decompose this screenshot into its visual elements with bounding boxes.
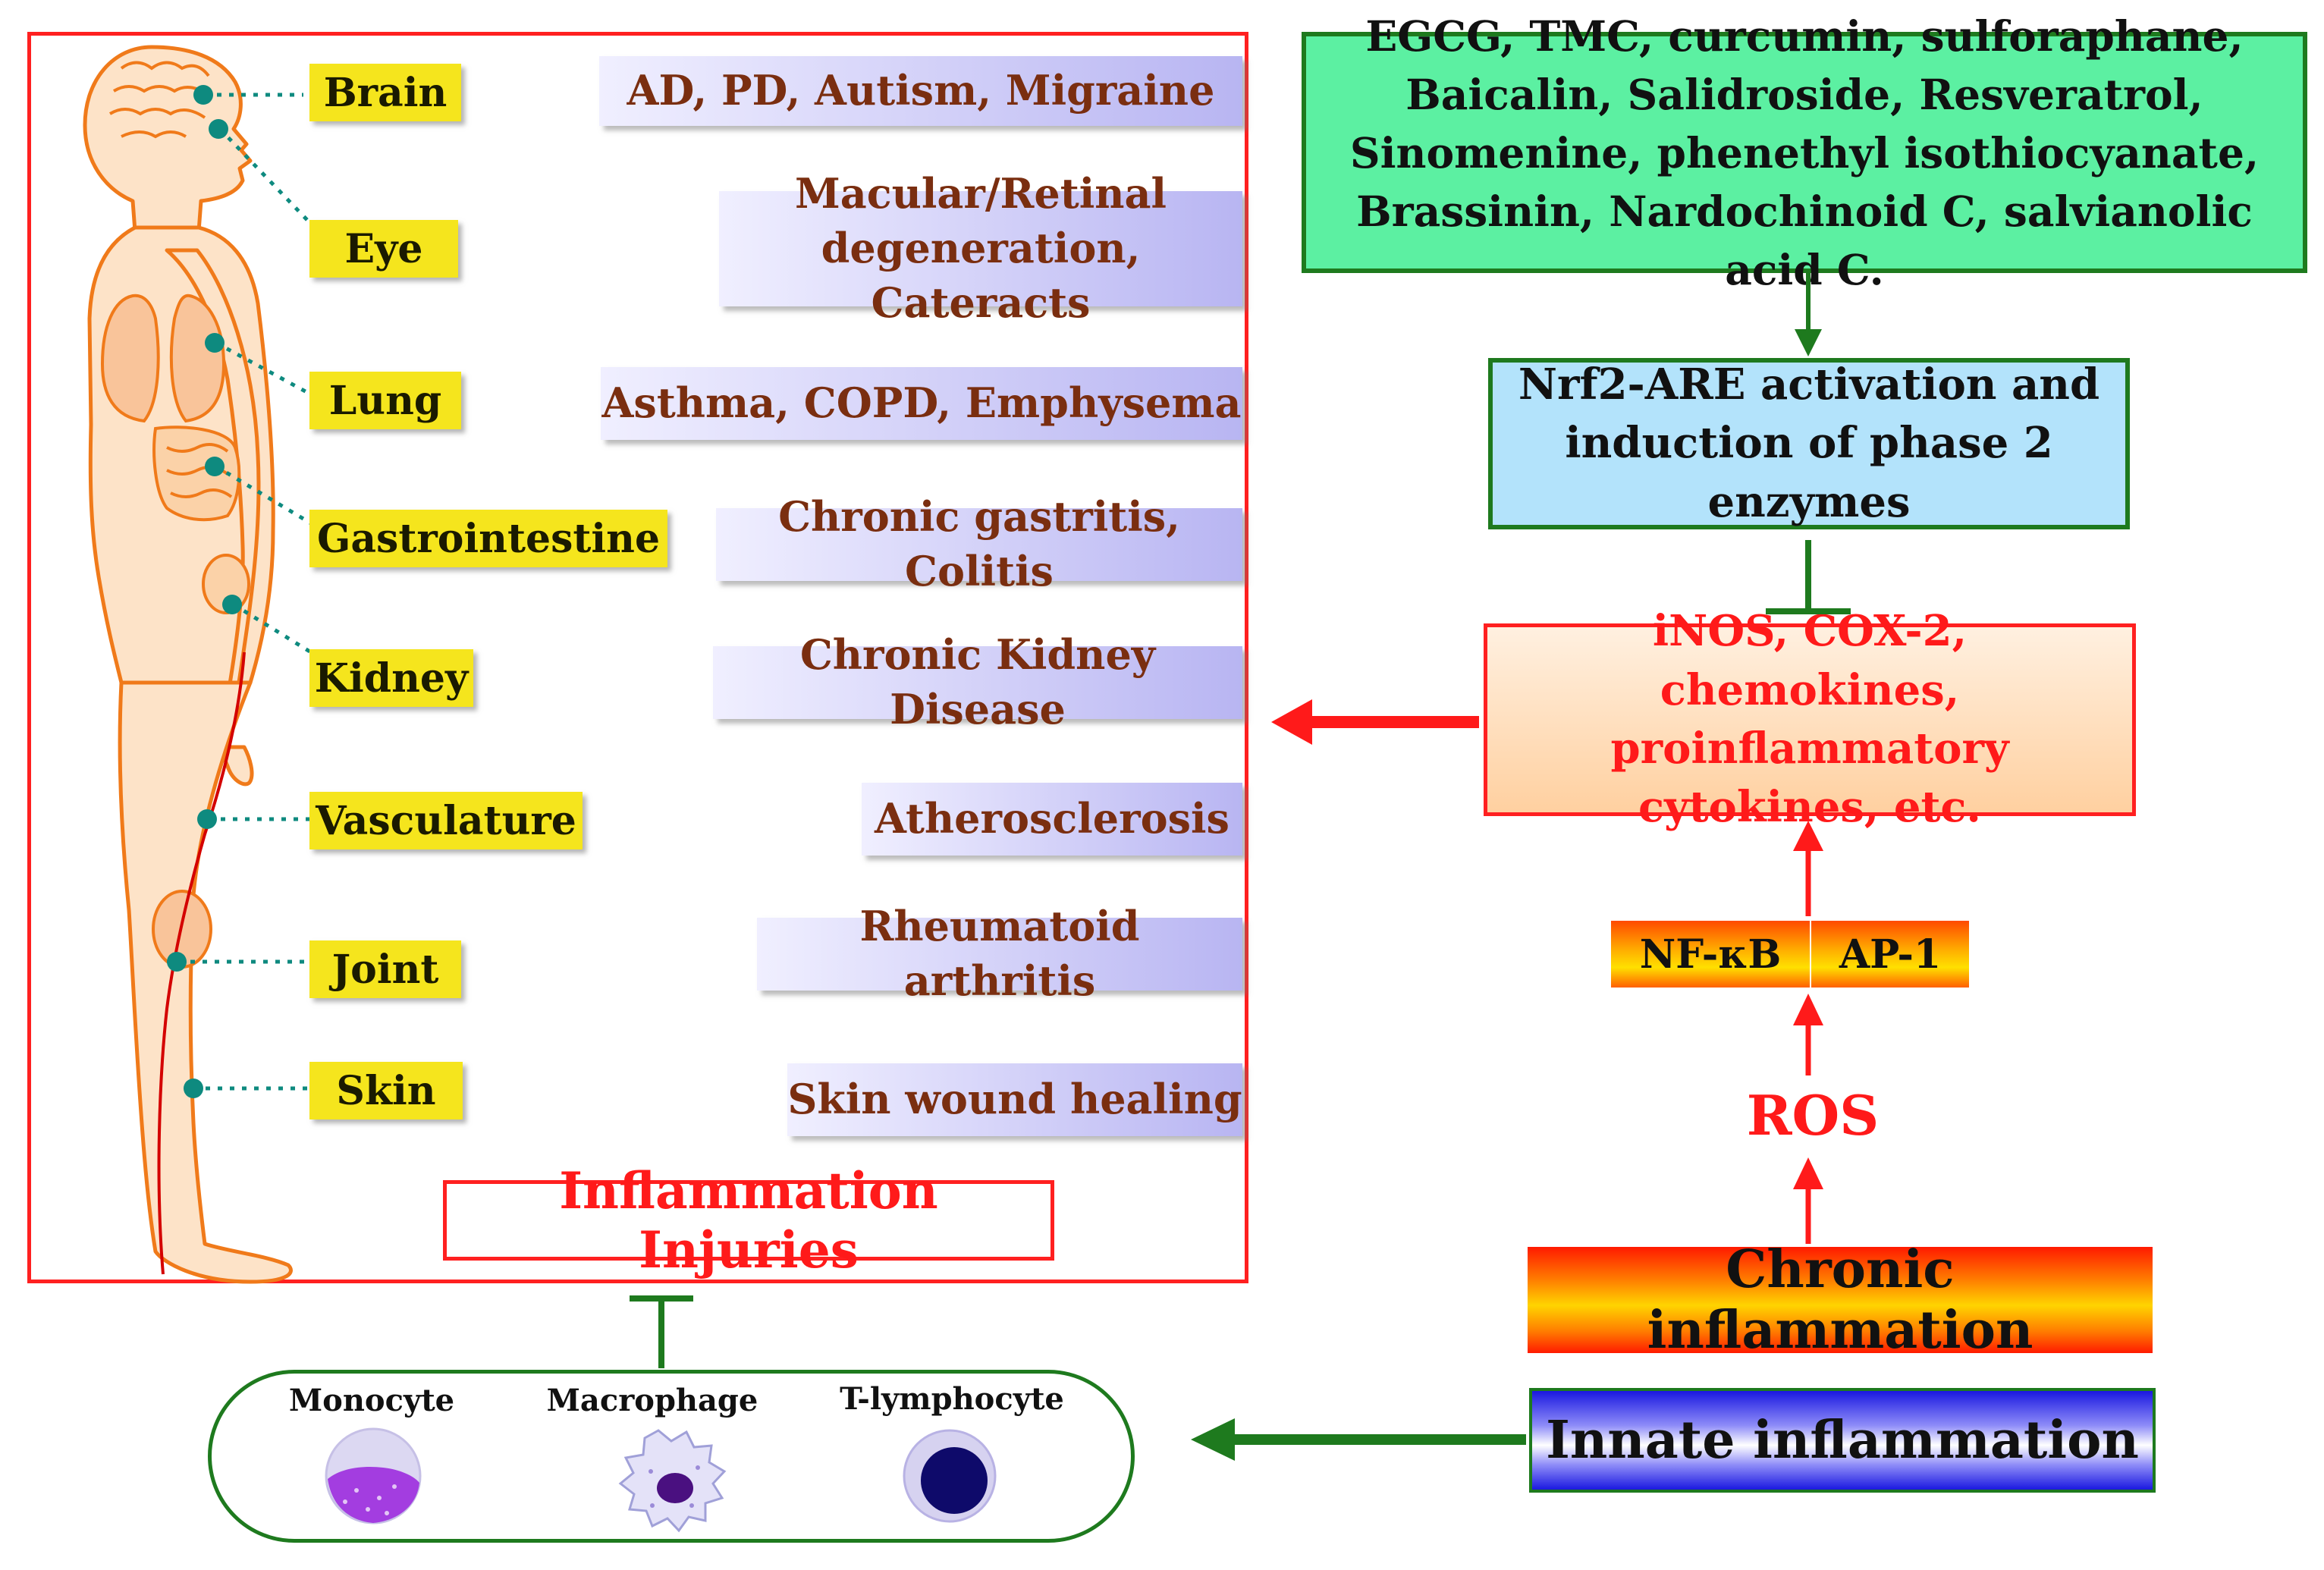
monocyte-label: Monocyte (288, 1382, 455, 1418)
organ-label-brain: Brain (309, 64, 461, 121)
macrophage-icon (618, 1429, 727, 1533)
disease-brain: AD, PD, Autism, Migraine (599, 56, 1242, 126)
organ-label-gastrointestine: Gastrointestine (309, 510, 667, 567)
macrophage-label: Macrophage (546, 1382, 758, 1418)
brain-dot (193, 85, 213, 105)
inhibition-cells-to-injuries (630, 1295, 693, 1368)
organ-label-lung: Lung (309, 372, 461, 429)
inhibition-nrf2-to-mediators (1766, 540, 1851, 614)
nrf2-box: Nrf2-ARE activation and induction of pha… (1488, 358, 2130, 529)
arrow-innate-to-cells (1191, 1418, 1526, 1461)
mediators-box: iNOS, COX-2, chemokines, proinflammatory… (1484, 606, 2136, 832)
arrow-mediators-to-injuries (1271, 699, 1479, 745)
eye-dot (209, 119, 228, 139)
body-arm (165, 248, 261, 787)
ros-label: ROS (1746, 1082, 1880, 1148)
organ-label-kidney: Kidney (309, 649, 473, 707)
organ-label-eye: Eye (309, 220, 458, 278)
t-lymphocyte-label: T-lymphocyte (840, 1380, 1064, 1417)
innate-inflammation-box: Innate inflammation (1529, 1388, 2156, 1493)
arrow-ros-to-nfkb (1793, 994, 1823, 1075)
human-body-figure (83, 45, 312, 1284)
arrow-nfkb-to-mediators (1793, 821, 1823, 916)
arrow-compounds-to-nrf2 (1795, 273, 1822, 356)
organ-label-skin: Skin (309, 1062, 463, 1119)
arrow-chronic-to-ros (1793, 1157, 1823, 1244)
chronic-inflammation-box: Chronic inflammation (1528, 1239, 2153, 1361)
disease-skin: Skin wound healing (787, 1063, 1242, 1136)
blood-vessel (157, 652, 246, 1275)
disease-lung: Asthma, COPD, Emphysema (601, 367, 1242, 440)
monocyte-icon (325, 1427, 422, 1524)
organ-label-joint: Joint (309, 940, 461, 998)
t-lymphocyte-icon (903, 1429, 997, 1523)
lung-dot (205, 333, 225, 353)
intestine-icon (152, 425, 241, 522)
lung-icon (100, 294, 226, 423)
compounds-box: EGCG, TMC, curcumin, sulforaphane, Baica… (1302, 11, 2307, 294)
nfkb-label: NF-κB (1611, 921, 1810, 988)
vasculature-dot (197, 809, 217, 829)
ap1-label: AP-1 (1811, 921, 1969, 988)
disease-vasculature: Atherosclerosis (862, 783, 1242, 856)
skin-dot (184, 1079, 203, 1098)
organ-label-vasculature: Vasculature (309, 792, 583, 849)
kidney-dot (222, 595, 242, 614)
disease-eye: Macular/Retinal degeneration, Cateracts (719, 169, 1242, 327)
joint-dot (167, 952, 187, 972)
inflammation-injuries-panel (27, 32, 1248, 1283)
gastro-dot (205, 457, 225, 476)
